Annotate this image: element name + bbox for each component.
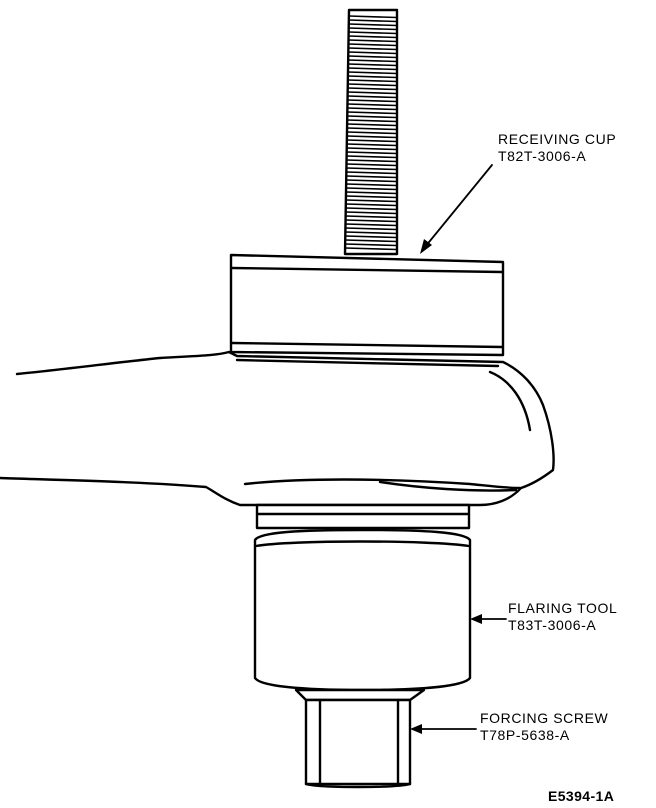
forcing-screw-label: FORCING SCREW T78P-5638-A [480,710,608,744]
control-arm [0,350,555,507]
forcing-screw [294,688,426,789]
receiving-cup-label: RECEIVING CUP T82T-3006-A [498,131,616,165]
receiving-cup-arrowhead [420,239,432,254]
threaded-rod [343,8,399,256]
receiving-cup-leader [424,164,493,248]
forcing-screw-arrowhead [410,724,422,734]
figure-id: E5394-1A [548,788,615,804]
flaring-tool-name: FLARING TOOL [508,600,618,616]
receiving-cup-part-number: T82T-3006-A [498,148,587,164]
flaring-tool-label: FLARING TOOL T83T-3006-A [508,600,617,634]
receiving-cup [229,253,505,357]
flaring-tool-arrowhead [470,614,482,624]
forcing-screw-name: FORCING SCREW [480,710,609,726]
receiving-cup-name: RECEIVING CUP [498,131,617,147]
flaring-tool [253,503,472,692]
flaring-tool-part-number: T83T-3006-A [508,617,597,633]
forcing-screw-part-number: T78P-5638-A [480,727,570,743]
